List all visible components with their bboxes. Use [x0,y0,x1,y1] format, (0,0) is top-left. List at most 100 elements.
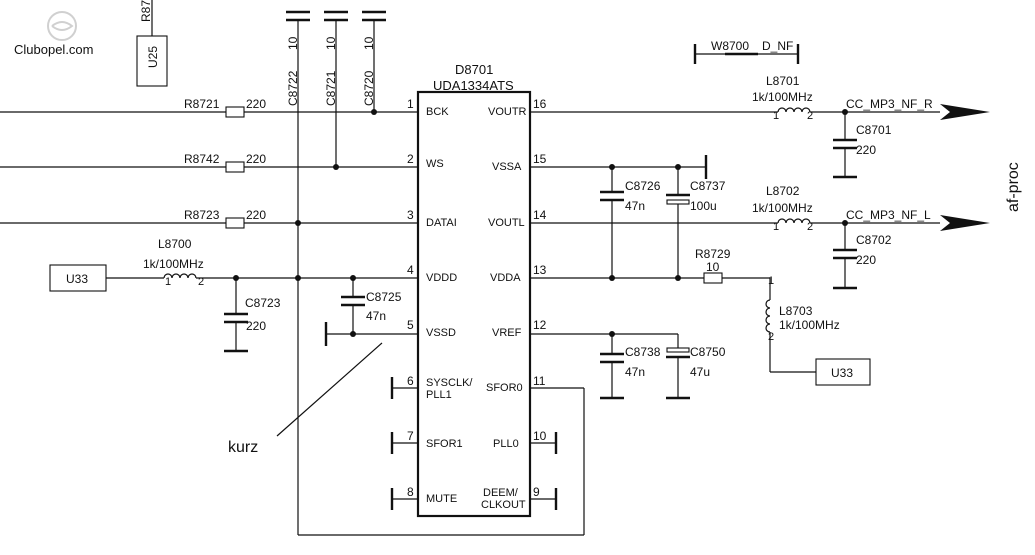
l8702-ref: L8702 [766,184,800,198]
r8721-ref: R8721 [184,97,220,111]
l8702-value: 1k/100MHz [752,201,813,215]
pin-2-name: WS [426,158,444,170]
c8750-value: 47u [690,365,710,379]
watermark: Clubopel.com [14,11,94,57]
pin-14-number: 14 [533,208,547,222]
left-nc-pins [390,377,418,510]
inductor-l8700: L8700 1k/100MHz 1 2 [143,237,204,288]
pin-12-name: VREF [492,327,522,339]
pin-5-name: VSSD [426,327,456,339]
r8742-value: 220 [246,152,266,166]
u25-ref-label: R87 [139,0,153,22]
pin-7-number: 7 [407,429,414,443]
capacitor-c8720: 10 C8720 [362,10,386,115]
c8738-ref: C8738 [625,345,661,359]
pin-10-name: PLL0 [493,438,519,450]
pin-4-number: 4 [407,263,414,277]
c8737-ref: C8737 [690,179,726,193]
pin-3-name: DATAI [426,217,457,229]
watermark-text: Clubopel.com [14,42,94,57]
c8723-value: 220 [246,319,266,333]
pin-9-name: DEEM/ [483,487,519,499]
u33-left-connector: U33 [49,264,107,292]
c8738-value: 47n [625,365,645,379]
wire-w8700: W8700 D_NF [693,39,800,64]
capacitor-c8723: C8723 220 [224,278,281,353]
l8703-pin1: 1 [768,275,774,287]
r8723-value: 220 [246,208,266,222]
inductor-l8702: L8702 1k/100MHz 1 2 [752,184,813,233]
chip-part-number: UDA1334ATS [433,78,514,93]
pin-3-number: 3 [407,208,414,222]
pin-2-number: 2 [407,152,414,166]
c8702-value: 220 [856,253,876,267]
inductor-l8701: L8701 1k/100MHz 1 2 [752,74,813,122]
l8700-pin1: 1 [165,276,171,288]
r8723-ref: R8723 [184,208,220,222]
capacitor-c8726: C8726 47n [600,167,661,278]
l8702-pin2: 2 [807,221,813,233]
pin-6-name: SYSCLK/ [426,377,473,389]
pin-8-name: MUTE [426,493,457,505]
w8700-ref: W8700 [711,39,749,53]
input-nets [0,111,418,224]
vssd-net [324,322,418,346]
r8729-value: 10 [706,260,720,274]
c8726-ref: C8726 [625,179,661,193]
c8702-ref: C8702 [856,233,892,247]
c8725-value: 47n [366,309,386,323]
l8701-ref: L8701 [766,74,800,88]
l8700-value: 1k/100MHz [143,257,204,271]
right-nc-pins [530,432,558,510]
u25-label: U25 [146,46,160,68]
capacitor-c8721: 10 C8721 [324,10,348,170]
vref-net [530,331,678,337]
net-out-r-label: CC_MP3_NF_R [846,97,933,111]
resistor-r8729: R8729 10 [695,247,731,284]
chip-d8701: D8701 UDA1334ATS BCK WS DATAI VDDD VSSD … [407,62,547,518]
capacitor-c8701: C8701 220 [833,112,892,179]
pin-16-number: 16 [533,97,547,111]
w8700-net: D_NF [762,39,793,53]
pin-11-number: 11 [533,374,546,388]
vddd-net [106,223,585,536]
annotation-kurz: kurz [228,342,383,456]
net-out-l-label: CC_MP3_NF_L [846,208,931,222]
inductor-l8703: 1 2 L8703 1k/100MHz [765,275,840,373]
pin-1-name: BCK [426,106,449,118]
pin-14-name: VOUTL [488,217,525,229]
r8721-value: 220 [246,97,266,111]
resistor-r8742: R8742 220 [184,152,266,173]
pin-11-name: SFOR0 [486,382,523,394]
pin-15-name: VSSA [492,161,522,173]
l8701-pin2: 2 [807,110,813,122]
resistor-r8721: R8721 220 [184,97,266,118]
pin-10-number: 10 [533,429,547,443]
l8701-pin1: 1 [773,110,779,122]
annotation-kurz-text: kurz [228,439,258,456]
pin-16-name: VOUTR [488,106,527,118]
pin-9-number: 9 [533,485,540,499]
vssa-net [530,155,708,179]
c8722-ref: C8722 [286,70,300,106]
resistor-r8723: R8723 220 [184,208,266,229]
l8702-pin1: 1 [773,221,779,233]
pin-8-number: 8 [407,485,414,499]
c8750-ref: C8750 [690,345,726,359]
pin-6-name-line2: PLL1 [426,389,452,401]
c8726-value: 47n [625,199,645,213]
u25-connector: U25 R87 [136,0,168,87]
l8700-pin2: 2 [198,276,204,288]
pin-7-name: SFOR1 [426,438,463,450]
capacitor-c8737: C8737 100u [666,167,726,278]
c8721-ref: C8721 [324,70,338,106]
c8737-value: 100u [690,199,717,213]
l8703-ref: L8703 [779,304,813,318]
capacitor-c8725: C8725 47n [341,278,402,334]
l8703-pin2: 2 [768,331,774,343]
r8742-ref: R8742 [184,152,220,166]
u33-right-label: U33 [831,366,853,380]
pin-12-number: 12 [533,318,547,332]
c8721-value: 10 [324,36,338,50]
pin-1-number: 1 [407,97,414,111]
